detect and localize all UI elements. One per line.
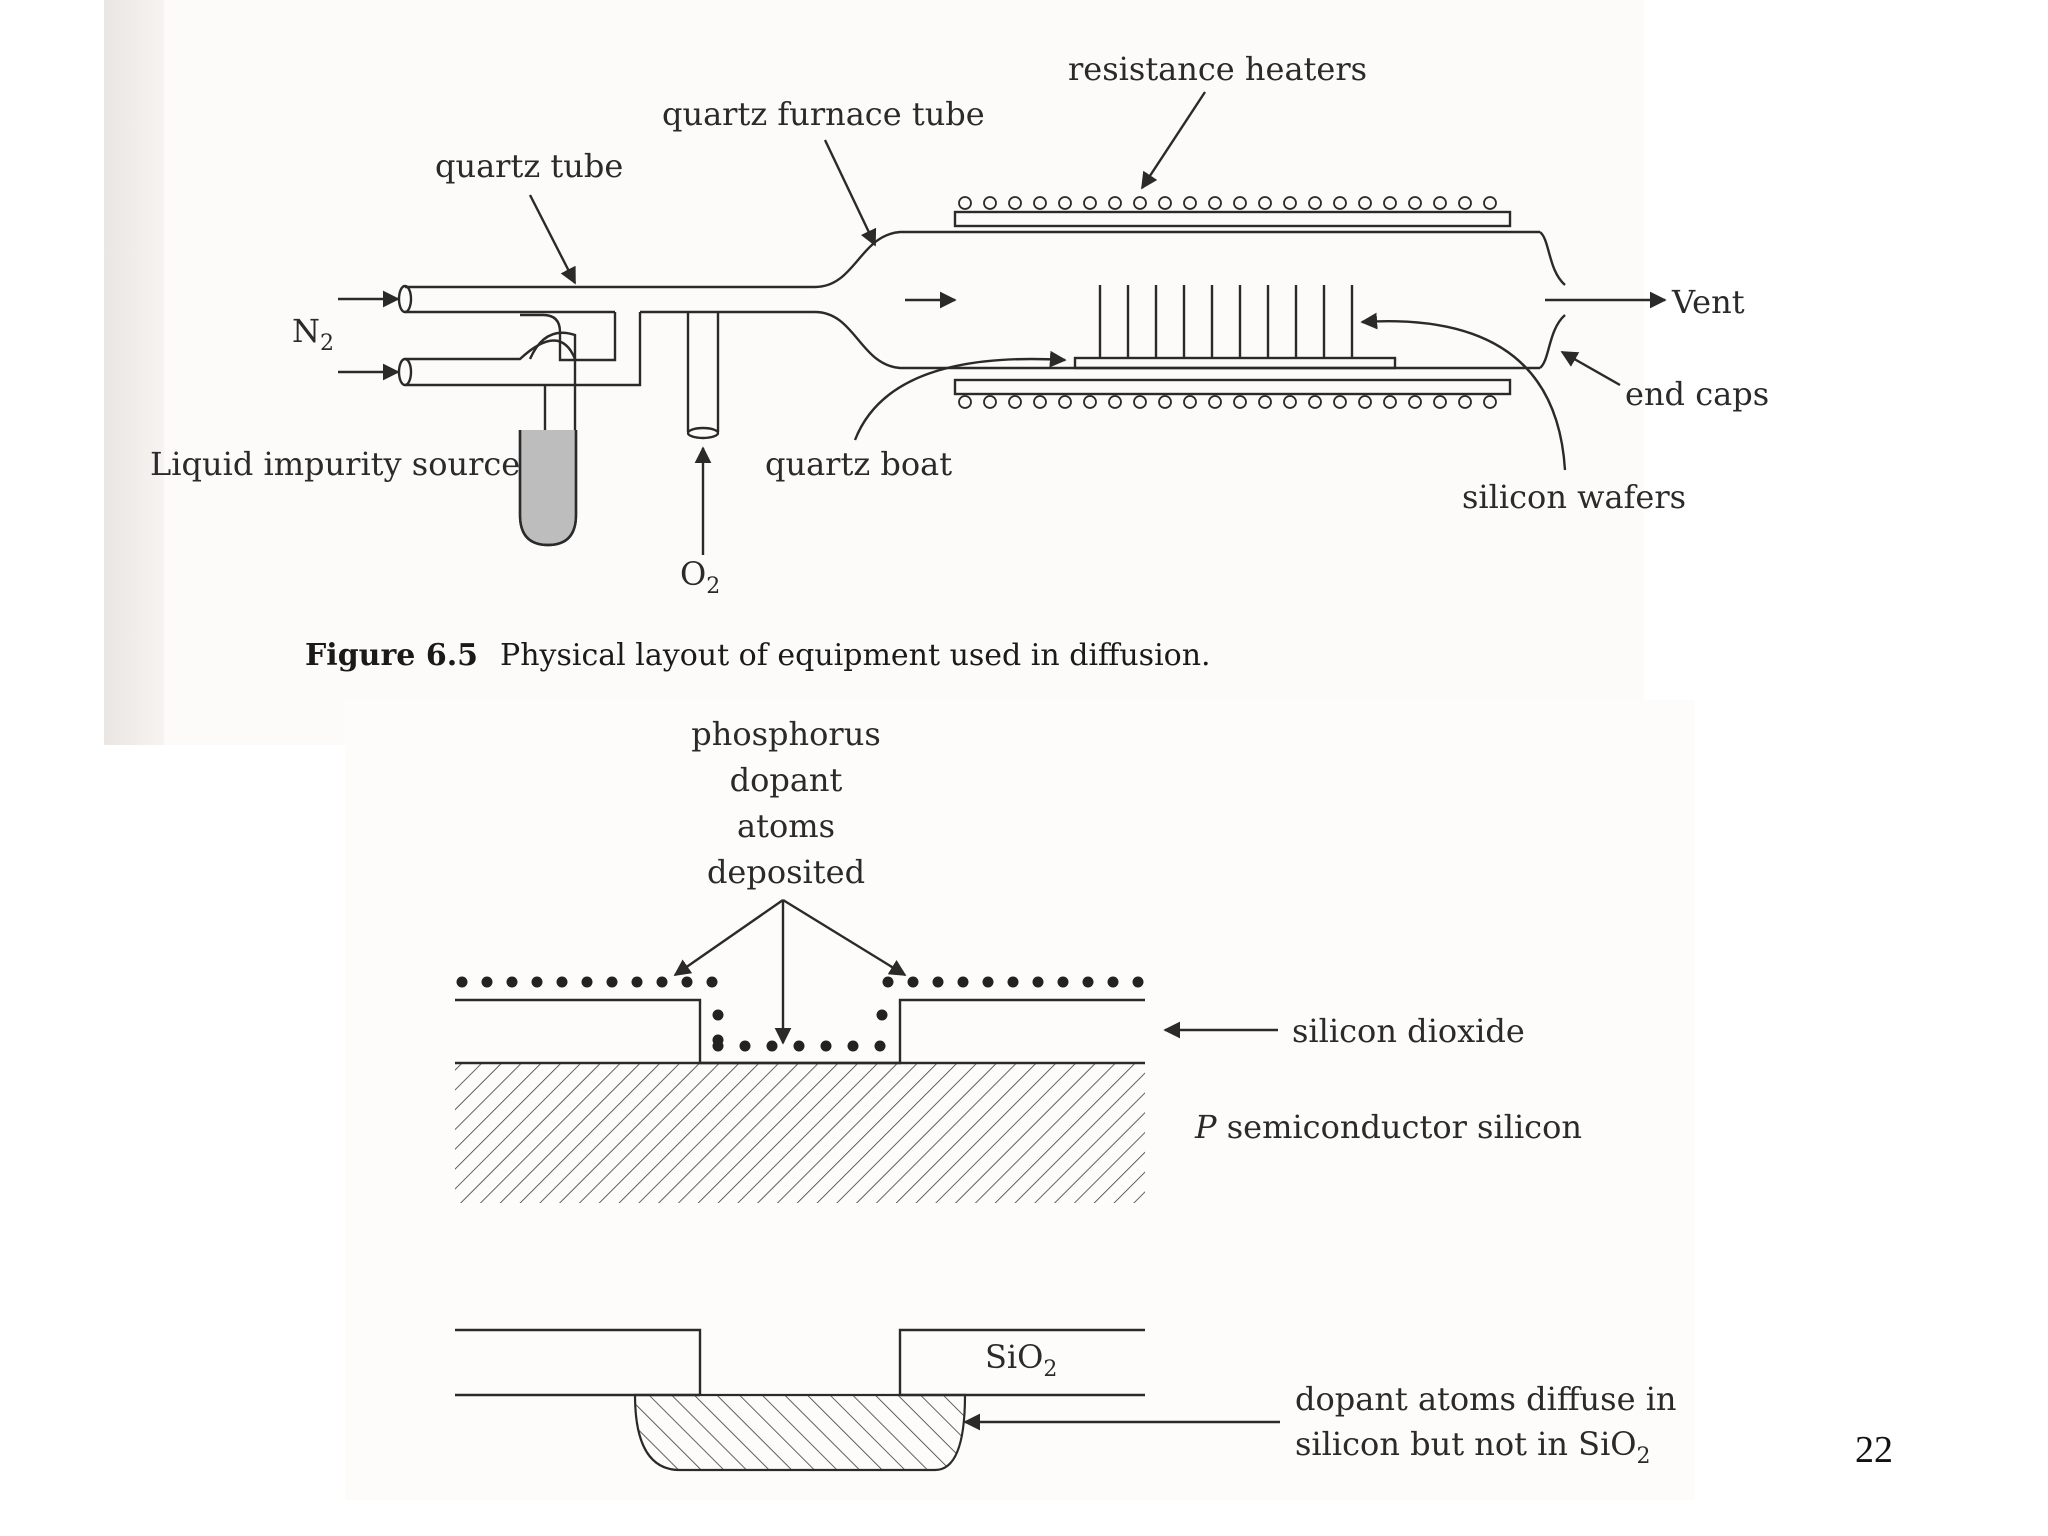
label-liquid-impurity-source: Liquid impurity source: [150, 445, 520, 483]
label-resistance-heaters: resistance heaters: [1068, 50, 1367, 88]
end-cap-top: [1539, 231, 1566, 286]
quartz-tube-inlet: [397, 284, 413, 314]
oxide-mask-profile: [455, 1328, 1145, 1395]
caption-number: Figure 6.5: [305, 638, 478, 673]
deposition-figure: [455, 898, 1278, 1203]
oxide-profile: [455, 998, 1145, 1065]
furnace-figure: [338, 91, 1667, 555]
label-p-semiconductor-silicon: P semiconductor silicon: [1194, 1108, 1582, 1146]
heater-coils-top: [958, 196, 1497, 210]
label-phosphorus-4: deposited: [707, 853, 865, 891]
heater-coils-bottom: [958, 395, 1497, 409]
label-silicon-dioxide: silicon dioxide: [1292, 1012, 1525, 1050]
diffusion-figure: [455, 1328, 1280, 1472]
phosphorus-atoms: [456, 976, 1144, 1052]
scan-shadow-left: [104, 0, 164, 745]
label-phosphorus-3: atoms: [737, 807, 835, 845]
label-dopant-1: dopant atoms diffuse in: [1295, 1380, 1677, 1418]
figure-caption: Figure 6.5 Physical layout of equipment u…: [305, 638, 1211, 673]
label-phosphorus-1: phosphorus: [691, 715, 880, 753]
page-number: 22: [1855, 1429, 1893, 1471]
label-o2: O2: [680, 555, 720, 599]
label-silicon-wafers: silicon wafers: [1462, 478, 1686, 516]
p-silicon-substrate: [455, 1063, 1145, 1203]
quartz-tube-lower-wall: [640, 310, 1540, 370]
o2-tube: [686, 312, 720, 432]
label-n2: N2: [292, 312, 334, 356]
heater-bar-top: [953, 210, 1512, 228]
label-end-caps: end caps: [1625, 375, 1769, 413]
diffused-region: [633, 1393, 967, 1472]
label-quartz-furnace-tube: quartz furnace tube: [662, 95, 985, 133]
label-quartz-tube: quartz tube: [435, 147, 623, 185]
label-dopant-2: silicon but not in SiO2: [1295, 1425, 1651, 1469]
label-vent: Vent: [1671, 283, 1745, 321]
quartz-boat: [1073, 356, 1397, 370]
end-cap-bottom: [1539, 314, 1566, 369]
label-quartz-boat: quartz boat: [765, 445, 952, 483]
silicon-wafers: [1098, 285, 1354, 358]
liquid-vessel: [518, 430, 578, 547]
heater-bar-bottom: [953, 378, 1512, 396]
bypass-tube: [520, 312, 617, 362]
label-phosphorus-2: dopant: [730, 761, 843, 799]
n2-inlet-2: [397, 357, 413, 387]
label-sio2: SiO2: [985, 1338, 1057, 1382]
caption-text: Physical layout of equipment used in dif…: [500, 638, 1211, 673]
quartz-tube-upper-wall: [405, 230, 1540, 289]
